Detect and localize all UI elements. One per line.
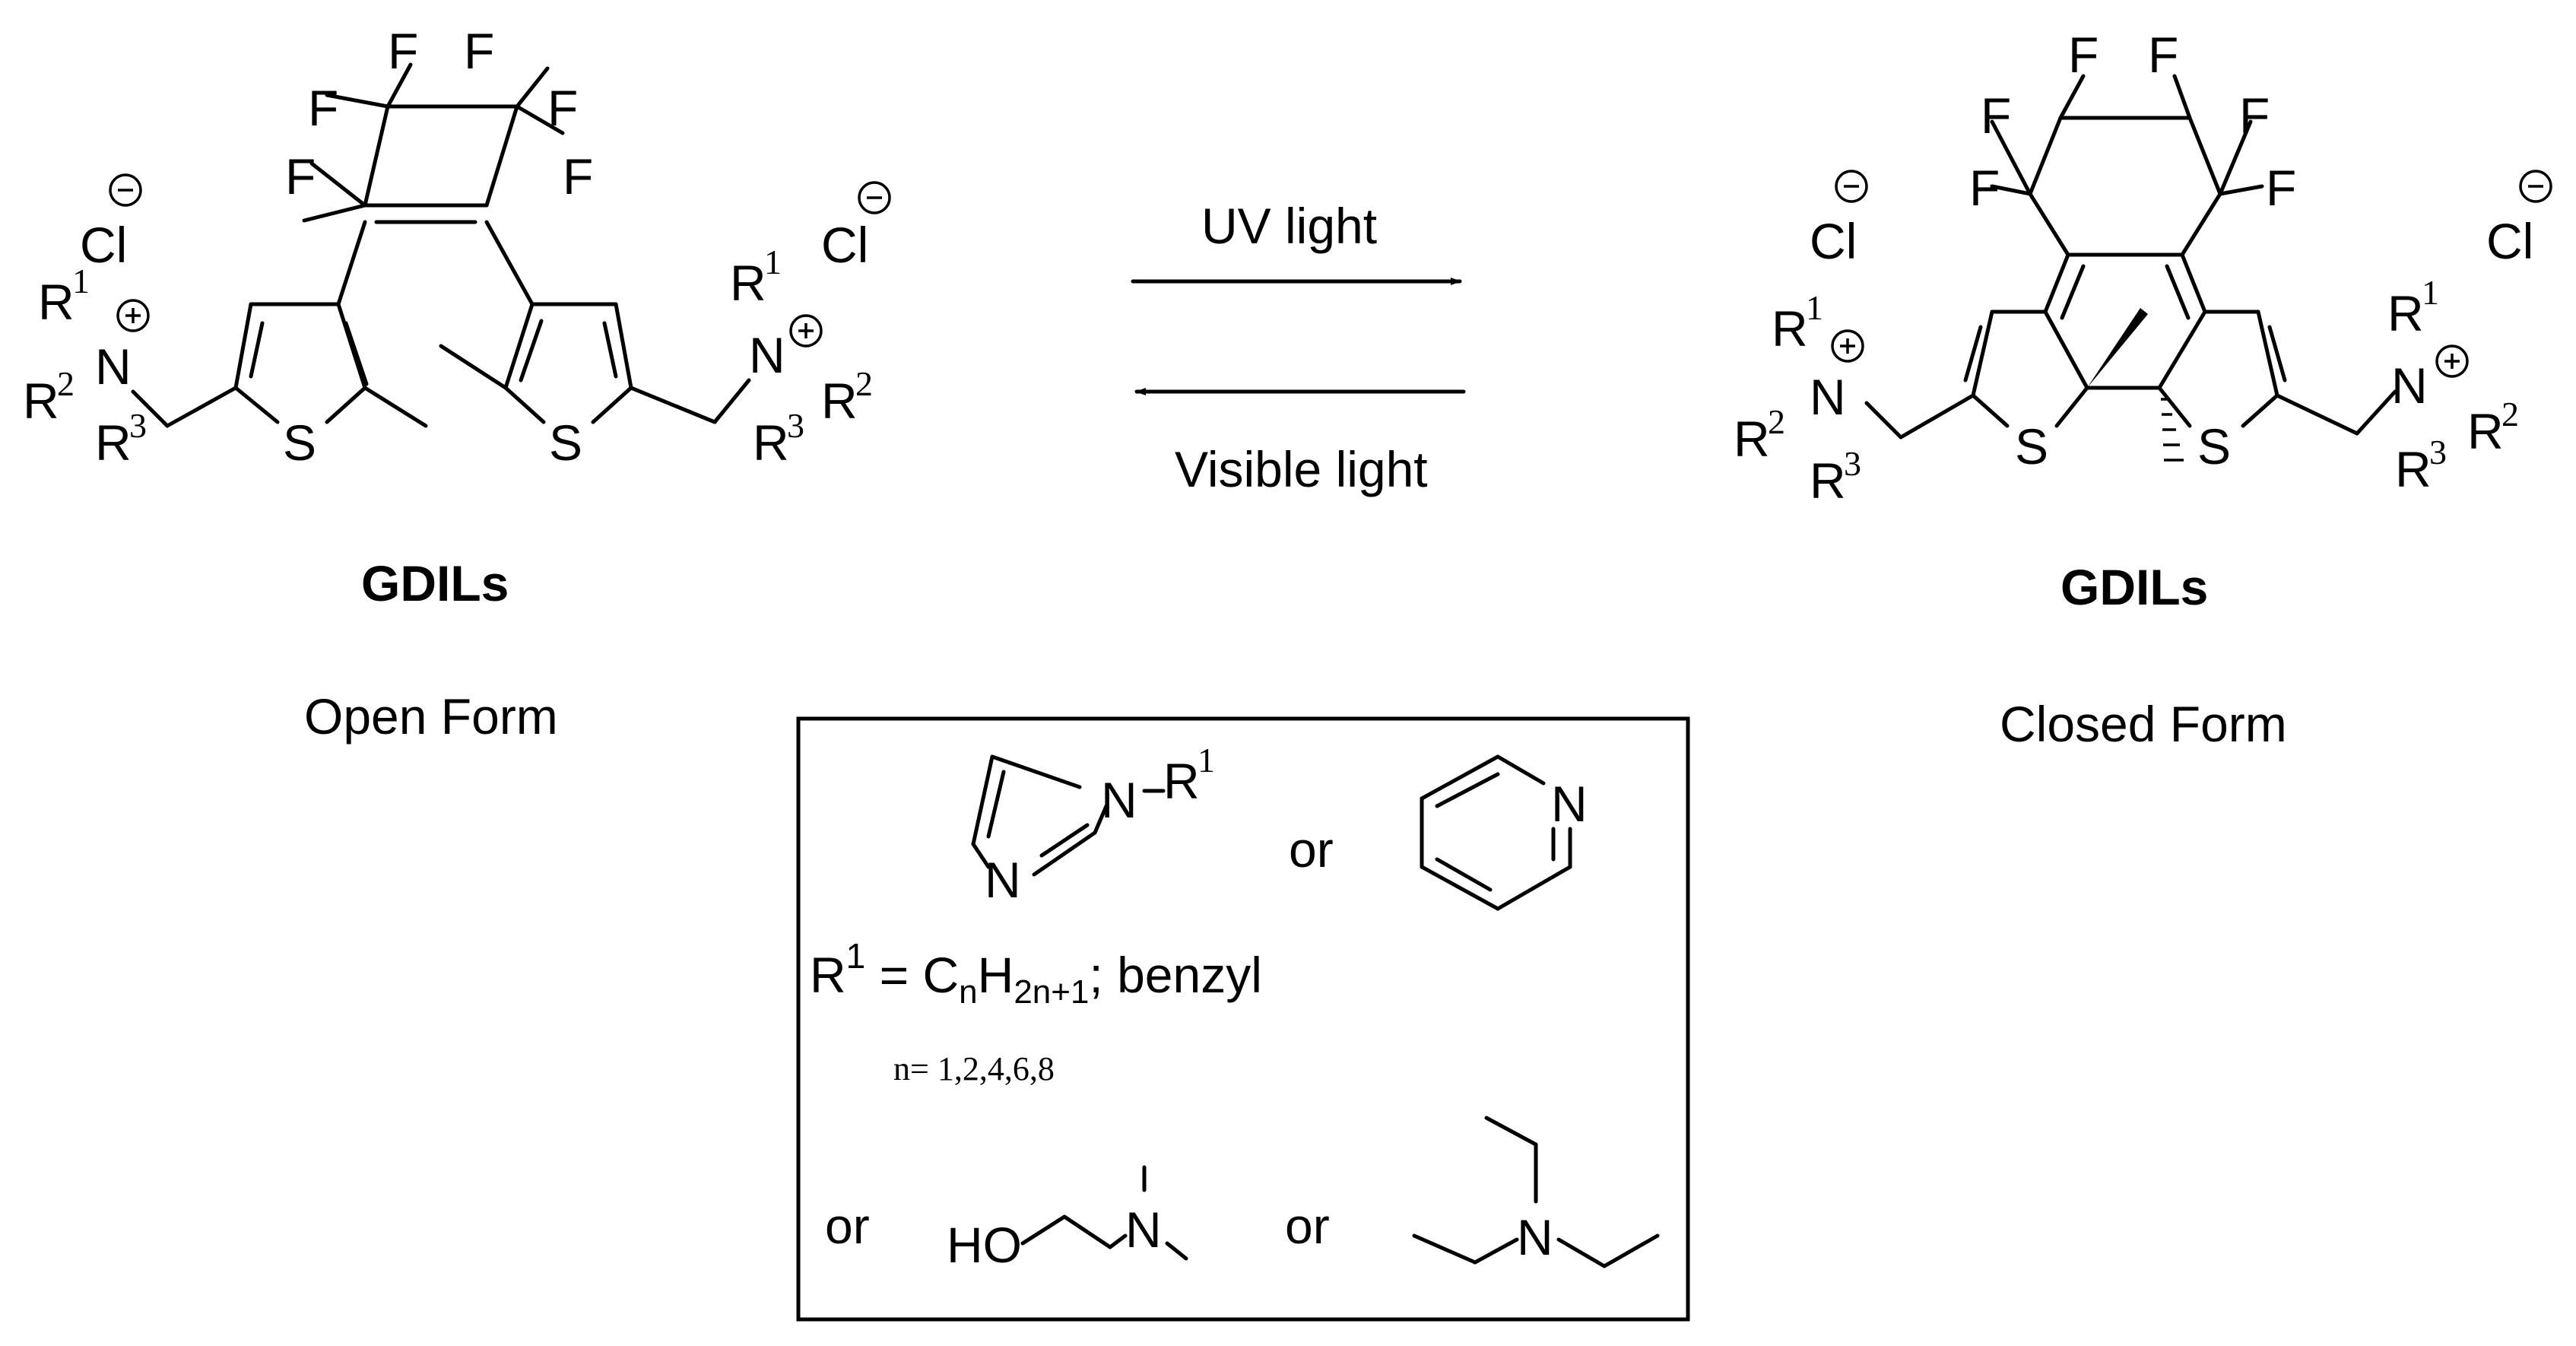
open-left-thiophene: S	[131, 220, 428, 471]
wedge-bond	[2087, 308, 2148, 388]
substituent-r: R	[1810, 452, 1846, 509]
nitrogen-atom: N	[1810, 369, 1846, 425]
closed-right-thiophene: S	[2157, 310, 2397, 475]
triethylamine-structure: N	[1412, 1116, 1660, 1268]
substituent-r: R	[753, 414, 789, 471]
substituent-superscript: 1	[72, 262, 90, 300]
nitrogen-atom: N	[95, 338, 132, 395]
substituent-r: R	[1734, 411, 1770, 467]
substituent-superscript: 1	[1198, 741, 1215, 779]
substituent-r: R	[38, 274, 75, 330]
substituent-superscript: 3	[1844, 444, 1861, 483]
n-values-text: n= 1,2,4,6,8	[893, 1050, 1055, 1087]
open-left-ammonium: Cl R 1 N R 2 R 3	[23, 173, 150, 471]
options-frame	[796, 716, 1690, 1322]
amine-nitrogen: N	[1125, 1202, 1162, 1258]
substituent-r: R	[95, 414, 132, 471]
fluorine-atom: F	[2239, 87, 2270, 144]
chloride-anion: Cl	[2486, 213, 2533, 269]
amine-options-box: N N R 1 or N R1 = CnH2n+1; benzyl n= 1,2…	[796, 716, 1690, 1322]
substituent-r: R	[23, 373, 59, 429]
substituent-r: R	[2467, 403, 2504, 459]
imidazole-structure: N N R 1	[971, 741, 1215, 908]
fluorine-atom: F	[388, 23, 418, 79]
sulfur-atom: S	[283, 414, 316, 471]
open-form-structure: F F F F F F S	[23, 23, 891, 744]
open-form-caption: Open Form	[304, 688, 558, 744]
visible-light-label: Visible light	[1175, 441, 1428, 497]
fluorine-atom: F	[308, 80, 338, 136]
substituent-r: R	[2387, 285, 2424, 341]
closed-right-ammonium: Cl R 1 N R 2 R 3	[2387, 170, 2552, 497]
or-separator: or	[825, 1198, 870, 1254]
sulfur-atom: S	[2015, 418, 2048, 475]
fluorine-atom: F	[563, 148, 593, 205]
substituent-superscript: 3	[787, 406, 804, 445]
sulfur-atom: S	[549, 414, 582, 471]
substituent-r: R	[821, 373, 858, 429]
substituent-superscript: 2	[1768, 402, 1785, 441]
closed-left-ammonium: Cl R 1 N R 2 R 3	[1734, 170, 1868, 509]
open-right-ammonium: Cl R 1 N R 2 R 3	[730, 181, 891, 471]
closed-form-caption: Closed Form	[2000, 696, 2287, 752]
imidazole-nitrogen: N	[985, 852, 1021, 908]
r1-definition-text: R1 = CnH2n+1; benzyl	[810, 936, 1262, 1011]
or-separator: or	[1289, 821, 1334, 878]
r1-definition: R1 = CnH2n+1; benzyl n= 1,2,4,6,8	[810, 936, 1262, 1087]
substituent-superscript: 3	[129, 406, 147, 445]
fluorine-atom: F	[2266, 160, 2296, 216]
substituent-superscript: 2	[855, 364, 873, 403]
substituent-superscript: 2	[57, 364, 75, 403]
open-perfluorocyclopentene	[302, 62, 565, 224]
fluorine-atom: F	[547, 80, 578, 136]
fluorine-atom: F	[464, 23, 494, 79]
closed-fluorine-labels: F F F F F F	[1969, 27, 2296, 216]
open-right-thiophene: S	[439, 220, 751, 471]
nitrogen-atom: N	[2391, 357, 2428, 414]
fluorine-atom: F	[1981, 87, 2011, 144]
pyridine-structure: N	[1420, 754, 1588, 911]
dimethylethanolamine-structure: HO N	[947, 1165, 1188, 1273]
chloride-anion: Cl	[80, 217, 127, 273]
or-separator: or	[1285, 1198, 1330, 1254]
closed-perfluorocyclopentane	[1990, 74, 2264, 257]
chloride-anion: Cl	[821, 217, 868, 273]
closed-left-thiophene: S	[1864, 310, 2089, 475]
closed-form-name: GDILs	[2060, 559, 2208, 615]
equilibrium-arrows: UV light Visible light	[1131, 198, 1466, 497]
sulfur-atom: S	[2197, 418, 2231, 475]
fluorine-atom: F	[2148, 27, 2178, 83]
imidazole-nitrogen: N	[1101, 772, 1137, 828]
substituent-r: R	[730, 255, 766, 311]
fluorine-atom: F	[285, 148, 316, 205]
fluorine-atom: F	[2068, 27, 2099, 83]
uv-light-label: UV light	[1201, 198, 1377, 254]
fluorine-atom: F	[1969, 160, 2000, 216]
hydroxyl-group: HO	[947, 1217, 1022, 1273]
substituent-r: R	[1772, 300, 1808, 357]
open-fluorine-labels: F F F F F F	[285, 23, 593, 205]
substituent-r: R	[2395, 441, 2432, 497]
substituent-superscript: 3	[2429, 433, 2447, 471]
open-form-name: GDILs	[361, 555, 509, 611]
hashed-bond	[2161, 398, 2184, 462]
substituent-r: R	[1163, 753, 1200, 809]
pyridine-nitrogen: N	[1551, 776, 1588, 832]
closed-central-ring	[2043, 252, 2207, 462]
substituent-superscript: 1	[1806, 288, 1823, 327]
substituent-superscript: 1	[764, 243, 782, 281]
amine-nitrogen: N	[1517, 1209, 1553, 1265]
nitrogen-atom: N	[749, 327, 785, 383]
substituent-superscript: 2	[2501, 395, 2519, 433]
chloride-anion: Cl	[1810, 213, 1857, 269]
substituent-superscript: 1	[2422, 273, 2439, 312]
closed-form-structure: F F F F F F	[1734, 27, 2552, 752]
